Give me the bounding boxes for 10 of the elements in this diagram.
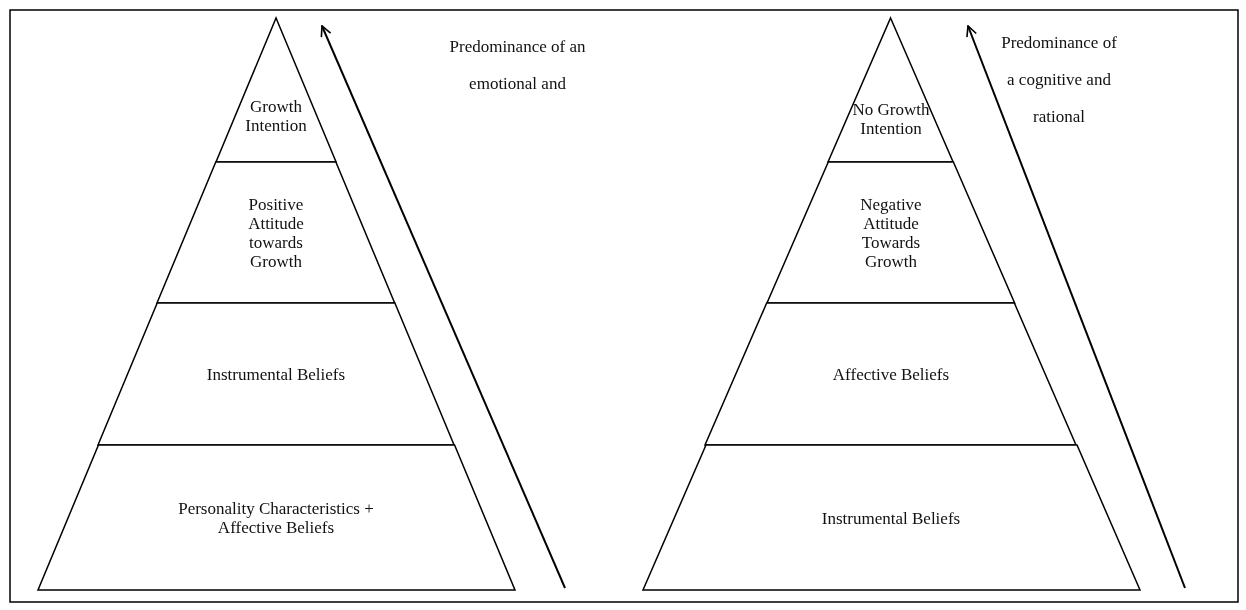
arrow-caption: Predominance of a cognitive and rational [1000, 32, 1118, 128]
layer-label: Instrumental Beliefs [820, 508, 962, 527]
layer-label: Personality Characteristics + Affective Beliefs [177, 498, 375, 537]
arrow-caption: Predominance of an emotional and [448, 36, 587, 95]
layer-label: Affective Beliefs [831, 364, 951, 384]
layer-label: Negative Attitude Towards Growth [859, 194, 923, 271]
layer-label: Instrumental Beliefs [205, 364, 347, 384]
layer-label: Growth Intention [244, 96, 308, 135]
layer-label: Positive Attitude towards Growth [247, 194, 305, 271]
layer-label: No Growth Intention [851, 99, 931, 138]
